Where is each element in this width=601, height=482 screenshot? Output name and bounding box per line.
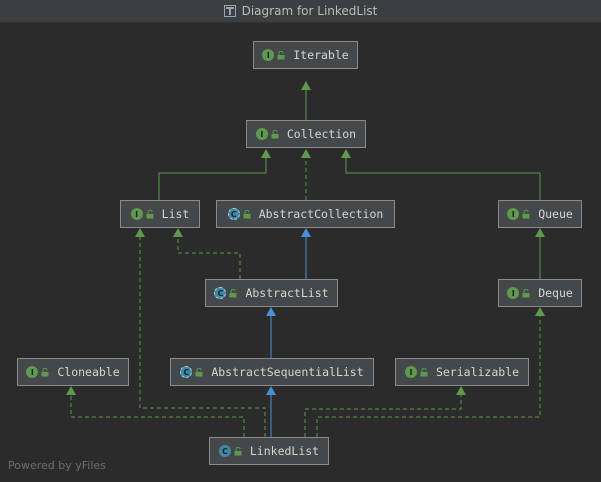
- node-label: Serializable: [435, 365, 520, 379]
- node-queue[interactable]: I Queue: [498, 200, 582, 228]
- interface-icon: I: [404, 366, 417, 378]
- node-collection[interactable]: I Collection: [246, 120, 366, 148]
- node-abstract-collection[interactable]: C AbstractCollection: [216, 200, 395, 228]
- node-label: AbstractList: [245, 286, 329, 300]
- diagram-icon: [223, 5, 236, 17]
- window-title-bar: Diagram for LinkedList: [0, 0, 601, 23]
- node-label: LinkedList: [249, 444, 320, 458]
- arrowhead-cloneable: [66, 386, 76, 395]
- unlock-icon: [234, 446, 242, 455]
- abstract-class-icon: C: [180, 366, 193, 378]
- node-label: Cloneable: [57, 365, 120, 379]
- edge-linkedlist-deque: [316, 315, 541, 437]
- edge-linkedlist-cloneable: [70, 394, 245, 437]
- node-label: Collection: [286, 127, 357, 141]
- window-title: Diagram for LinkedList: [241, 4, 378, 18]
- node-list[interactable]: I List: [120, 200, 200, 228]
- arrowhead-abstractsequentiallist: [266, 386, 276, 395]
- node-label: Iterable: [293, 48, 349, 62]
- arrowhead-queue: [535, 228, 545, 237]
- node-serializable[interactable]: I Serializable: [395, 358, 529, 386]
- arrowhead-list-left: [135, 228, 145, 237]
- interface-icon: I: [130, 208, 143, 220]
- abstract-class-icon: C: [214, 287, 227, 299]
- arrowhead-iterable: [301, 81, 311, 90]
- unlock-icon: [243, 209, 251, 218]
- unlock-icon: [41, 367, 49, 376]
- node-label: Queue: [538, 207, 573, 221]
- node-iterable[interactable]: I Iterable: [253, 41, 358, 69]
- arrowhead-deque: [535, 307, 545, 316]
- node-label: AbstractSequentialList: [211, 365, 364, 379]
- edge-abstractlist-list: [177, 236, 241, 279]
- arrowhead-abstractcollection: [301, 228, 311, 237]
- powered-by-label: Powered by yFiles: [8, 459, 106, 472]
- unlock-icon: [522, 288, 530, 297]
- unlock-icon: [146, 209, 154, 218]
- arrowhead-collection-right: [341, 149, 351, 158]
- node-cloneable[interactable]: I Cloneable: [17, 358, 129, 386]
- node-label: Deque: [538, 286, 573, 300]
- edge-queue-collection: [345, 157, 541, 200]
- interface-icon: I: [262, 49, 275, 61]
- arrowhead-list-right: [173, 228, 183, 237]
- unlock-icon: [522, 209, 530, 218]
- arrowhead-abstractlist: [266, 307, 276, 316]
- arrowhead-serializable: [456, 386, 466, 395]
- arrowhead-collection-mid: [301, 149, 311, 158]
- arrowhead-collection-left: [261, 149, 271, 158]
- unlock-icon: [195, 367, 203, 376]
- unlock-icon: [229, 288, 237, 297]
- edge-list-collection: [158, 157, 267, 200]
- unlock-icon: [271, 129, 279, 138]
- interface-icon: I: [507, 208, 520, 220]
- node-label: AbstractCollection: [258, 207, 384, 221]
- interface-icon: I: [255, 128, 268, 140]
- interface-icon: I: [26, 366, 39, 378]
- node-linked-list[interactable]: C LinkedList: [209, 437, 329, 465]
- abstract-class-icon: C: [227, 208, 240, 220]
- edges-layer: [66, 81, 545, 437]
- unlock-icon: [420, 367, 428, 376]
- node-label: List: [161, 207, 190, 221]
- edge-linkedlist-serializable: [304, 394, 462, 437]
- unlock-icon: [277, 50, 285, 59]
- node-deque[interactable]: I Deque: [498, 279, 582, 307]
- node-abstract-sequential-list[interactable]: C AbstractSequentialList: [170, 358, 374, 386]
- class-icon: C: [218, 445, 231, 457]
- edge-linkedlist-list: [139, 236, 266, 437]
- diagram-canvas[interactable]: I Iterable I Collection I List C Abstrac…: [0, 23, 601, 482]
- interface-icon: I: [507, 287, 520, 299]
- node-abstract-list[interactable]: C AbstractList: [205, 279, 338, 307]
